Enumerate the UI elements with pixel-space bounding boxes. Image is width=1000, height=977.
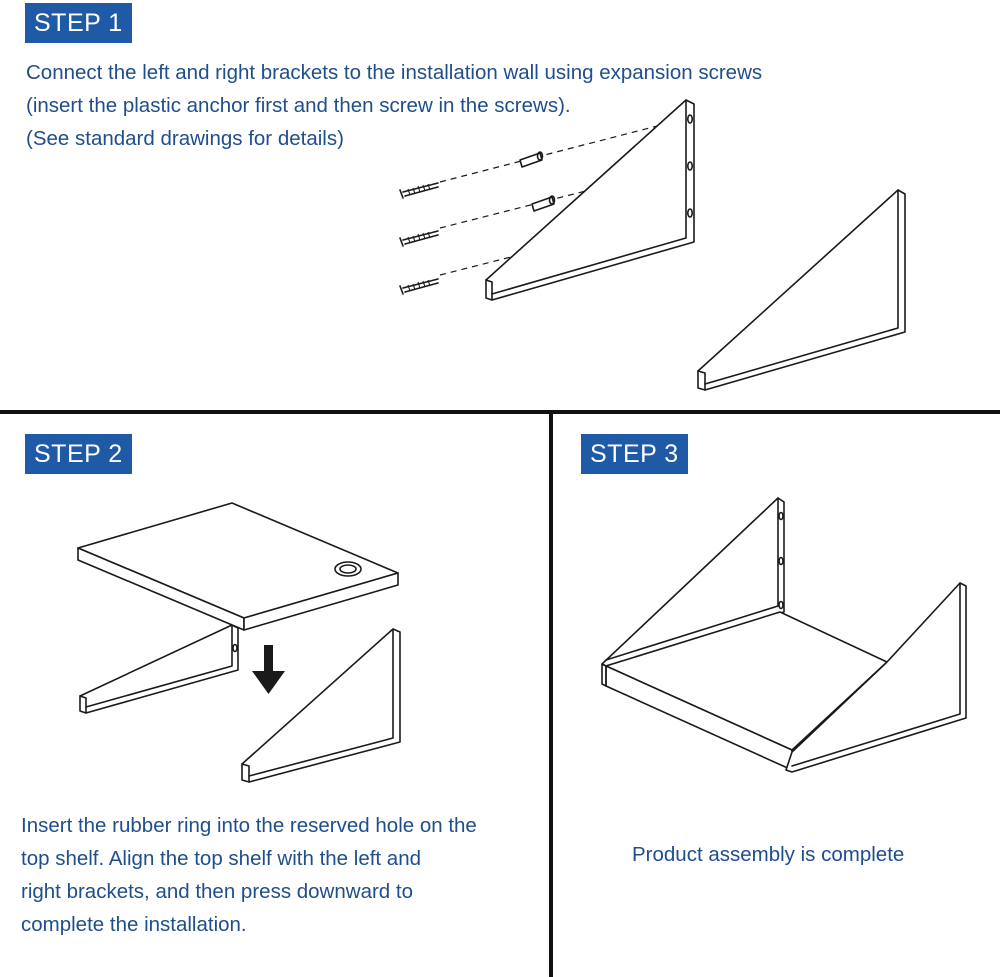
step-1-line-1: Connect the left and right brackets to t… [26, 61, 763, 84]
plastic-anchor-icon [531, 195, 556, 212]
top-shelf-icon [77, 502, 399, 631]
horizontal-divider [0, 410, 1000, 414]
step-2-badge: STEP 2 [25, 434, 132, 474]
left-bracket-icon [79, 624, 239, 714]
step-1-illustration [399, 99, 906, 391]
step-3-badge: STEP 3 [581, 434, 688, 474]
step-2-illustration [77, 502, 401, 783]
step-2-line-3: right brackets, and then press downward … [21, 880, 413, 903]
step-1-badge: STEP 1 [25, 3, 132, 43]
right-bracket-icon [241, 628, 401, 783]
right-bracket-icon [697, 189, 906, 391]
step-3-line-1: Product assembly is complete [632, 843, 905, 866]
vertical-divider [549, 412, 553, 977]
rubber-ring-icon [334, 561, 362, 577]
step-2-line-1: Insert the rubber ring into the reserved… [21, 814, 477, 837]
step-2-line-4: complete the installation. [21, 913, 247, 936]
step-1-line-2: (insert the plastic anchor first and the… [26, 94, 571, 117]
step-2-line-2: top shelf. Align the top shelf with the … [21, 847, 422, 870]
left-bracket-icon [485, 99, 695, 301]
screw-icon [399, 278, 439, 295]
step-1-instructions: Connect the left and right brackets to t… [26, 56, 762, 155]
screw-icon [399, 182, 439, 199]
step-2-instructions: Insert the rubber ring into the reserved… [21, 809, 477, 941]
plastic-anchor-icon [519, 151, 544, 168]
step-1-line-3: (See standard drawings for details) [26, 127, 344, 150]
screw-icon [399, 230, 439, 247]
down-arrow-icon [252, 645, 285, 694]
assembled-shelf-icon [601, 497, 967, 773]
step-3-instructions: Product assembly is complete [632, 838, 904, 871]
